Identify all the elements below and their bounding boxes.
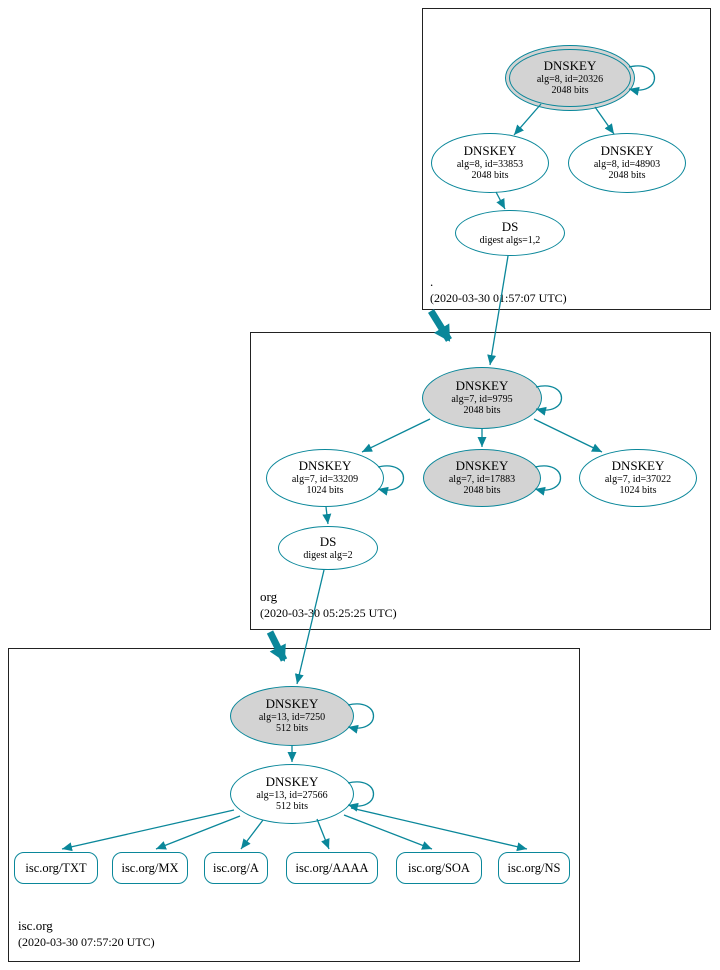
node-detail: alg=13, id=7250 (258, 711, 326, 723)
node-title: DNSKEY (298, 458, 352, 474)
dnskey-node-isc-zsk-27566: DNSKEY alg=13, id=27566 512 bits (230, 764, 354, 824)
dnskey-node-root-zsk-33853: DNSKEY alg=8, id=33853 2048 bits (431, 133, 549, 193)
node-detail: alg=7, id=37022 (604, 473, 672, 485)
rrset-label: isc.org/NS (507, 860, 561, 875)
dnskey-node-isc-ksk-7250: DNSKEY alg=13, id=7250 512 bits (230, 686, 354, 746)
rrset-node-isc-org-ns: isc.org/NS (498, 852, 570, 884)
zone-name-root: . (430, 274, 434, 289)
node-size: 2048 bits (551, 85, 589, 97)
rrset-label: isc.org/MX (121, 860, 179, 875)
rrset-node-isc-org-soa: isc.org/SOA (396, 852, 482, 884)
zone-timestamp-isc-org: (2020-03-30 07:57:20 UTC) (18, 935, 155, 949)
node-detail: alg=8, id=20326 (536, 73, 604, 85)
zone-label-isc-org: isc.org (2020-03-30 07:57:20 UTC) (18, 918, 155, 950)
ds-node-org: DS digest alg=2 (278, 526, 378, 570)
node-title: DNSKEY (265, 696, 319, 712)
rrset-label: isc.org/AAAA (295, 860, 369, 875)
node-size: 1024 bits (619, 485, 657, 497)
node-title: DNSKEY (600, 143, 654, 159)
node-title: DNSKEY (543, 58, 597, 74)
dnskey-node-root-ksk-20326: DNSKEY alg=8, id=20326 2048 bits (505, 45, 635, 111)
zone-name-org: org (260, 589, 278, 604)
dnskey-node-org-37022: DNSKEY alg=7, id=37022 1024 bits (579, 449, 697, 507)
node-title: DNSKEY (463, 143, 517, 159)
node-title: DS (501, 218, 519, 234)
node-detail: alg=8, id=48903 (593, 158, 661, 170)
zone-name-isc-org: isc.org (18, 918, 53, 933)
dnskey-node-root-zsk-48903: DNSKEY alg=8, id=48903 2048 bits (568, 133, 686, 193)
rrset-node-isc-org-aaaa: isc.org/AAAA (286, 852, 378, 884)
node-detail: digest algs=1,2 (479, 234, 541, 246)
zone-label-root: . (2020-03-30 01:57:07 UTC) (430, 274, 567, 306)
zone-timestamp-root: (2020-03-30 01:57:07 UTC) (430, 291, 567, 305)
node-size: 2048 bits (471, 170, 509, 182)
rrset-node-isc-org-a: isc.org/A (204, 852, 268, 884)
rrset-label: isc.org/A (213, 860, 259, 875)
dnskey-node-org-33209: DNSKEY alg=7, id=33209 1024 bits (266, 449, 384, 507)
node-detail: alg=13, id=27566 (256, 789, 328, 801)
node-title: DNSKEY (455, 378, 509, 394)
node-title: DNSKEY (455, 458, 509, 474)
zone-label-org: org (2020-03-30 05:25:25 UTC) (260, 589, 397, 621)
node-size: 512 bits (276, 801, 308, 813)
node-size: 2048 bits (463, 485, 501, 497)
dnskey-node-org-ksk-9795: DNSKEY alg=7, id=9795 2048 bits (422, 367, 542, 429)
dnskey-node-org-17883: DNSKEY alg=7, id=17883 2048 bits (423, 449, 541, 507)
node-title: DS (319, 533, 337, 549)
zone-timestamp-org: (2020-03-30 05:25:25 UTC) (260, 606, 397, 620)
node-size: 1024 bits (306, 485, 344, 497)
node-detail: alg=7, id=33209 (291, 473, 359, 485)
node-detail: alg=8, id=33853 (456, 158, 524, 170)
node-title: DNSKEY (611, 458, 665, 474)
node-size: 2048 bits (463, 405, 501, 417)
node-size: 512 bits (276, 723, 308, 735)
rrset-node-isc-org-txt: isc.org/TXT (14, 852, 98, 884)
node-detail: digest alg=2 (303, 549, 353, 561)
rrset-label: isc.org/SOA (408, 860, 470, 875)
rrset-node-isc-org-mx: isc.org/MX (112, 852, 188, 884)
rrset-label: isc.org/TXT (25, 860, 87, 875)
node-size: 2048 bits (608, 170, 646, 182)
node-detail: alg=7, id=17883 (448, 473, 516, 485)
ds-node-root: DS digest algs=1,2 (455, 210, 565, 256)
node-title: DNSKEY (265, 774, 319, 790)
node-detail: alg=7, id=9795 (451, 393, 513, 405)
